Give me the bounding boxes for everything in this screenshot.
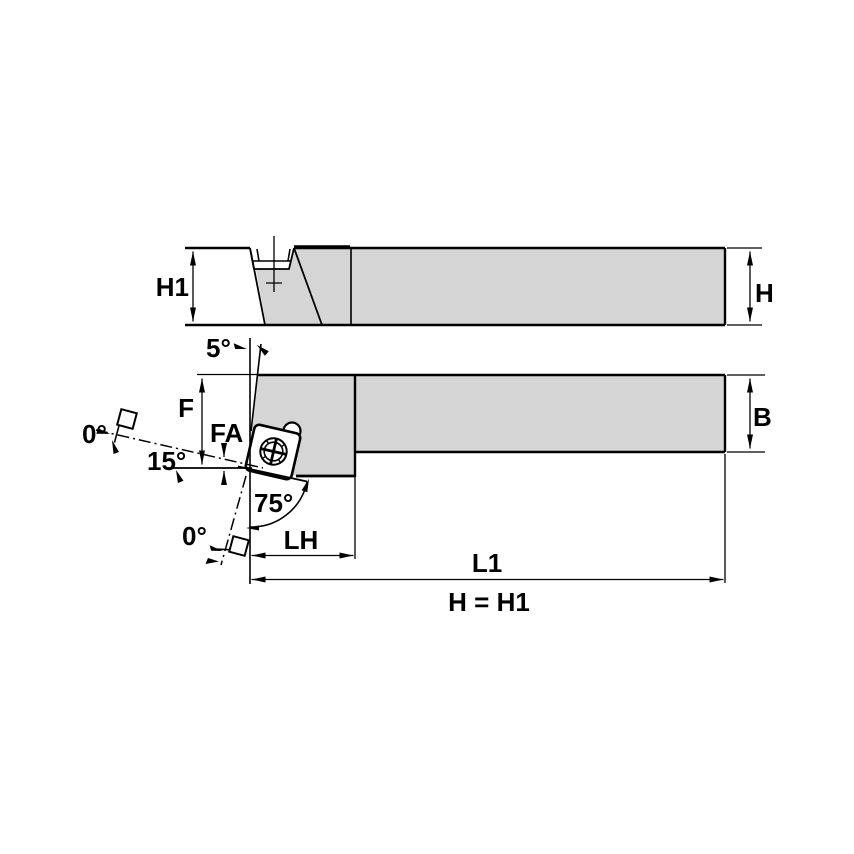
h1-label: H1 — [156, 272, 189, 302]
angle-back-label: 15° — [147, 446, 186, 476]
clamp-screw-icon — [259, 437, 288, 466]
angle-rake-label: 5° — [206, 333, 231, 363]
inclination-bottom-arrow-b — [205, 558, 219, 564]
insert-profile-walls — [256, 248, 291, 262]
angle-inclination-top-callout: 0° — [82, 407, 139, 454]
rake-arrow-left — [233, 343, 247, 349]
angle-lead-label: 75° — [254, 488, 293, 518]
lead-arc-arrow-right — [301, 479, 309, 493]
dimension-fa: FA — [210, 418, 243, 485]
lead-arc-arrow-left — [246, 525, 259, 531]
screw-centerline — [266, 236, 282, 292]
rake-arrow-right — [257, 345, 269, 356]
pocket-walls — [249, 247, 295, 270]
shank-fill — [355, 375, 725, 452]
back-angle-centerline — [95, 429, 264, 469]
dimension-h1: H1 — [156, 251, 196, 322]
top-view: 5° F FA 15° 0° — [82, 333, 772, 617]
pocket-cavity — [250, 248, 294, 269]
h-label: H — [755, 278, 774, 308]
dimension-f: F — [178, 378, 205, 465]
inclination-top-arrow-a — [96, 428, 110, 434]
angle-inclination-bottom-label: 0° — [182, 521, 207, 551]
angle-rake-callout: 5° — [206, 333, 269, 363]
h-extension-lines — [727, 247, 762, 326]
f-label: F — [178, 393, 194, 423]
b-extension-lines — [727, 374, 765, 453]
dimension-lh: LH — [251, 477, 356, 559]
insert-section-icon-bottom — [211, 534, 251, 558]
inclination-top-arrow-b — [112, 440, 119, 454]
l1-label: L1 — [472, 548, 502, 578]
insert-section-icon-top — [113, 407, 139, 443]
angle-inclination-bottom-callout: 0° — [182, 521, 251, 564]
side-view-body-fill — [252, 248, 725, 325]
angle-inclination-top-label: 0° — [82, 419, 107, 449]
rake-angle-line — [250, 343, 262, 432]
back-angle-arrow — [176, 470, 184, 483]
inclination-bottom-arrow-a — [209, 545, 223, 551]
dimension-h: H — [727, 247, 774, 326]
angle-lead-callout: 75° — [220, 475, 309, 566]
b-label: B — [753, 402, 772, 432]
side-view: H1 H — [156, 236, 774, 327]
dimension-l1: L1 — [251, 454, 726, 583]
dimension-b: B — [727, 374, 772, 453]
angle-back-callout: 15° — [95, 429, 264, 483]
fa-label: FA — [210, 418, 243, 448]
equation-note: H = H1 — [448, 587, 530, 617]
lh-label: LH — [284, 525, 319, 555]
head-relief-right-line — [293, 247, 323, 326]
